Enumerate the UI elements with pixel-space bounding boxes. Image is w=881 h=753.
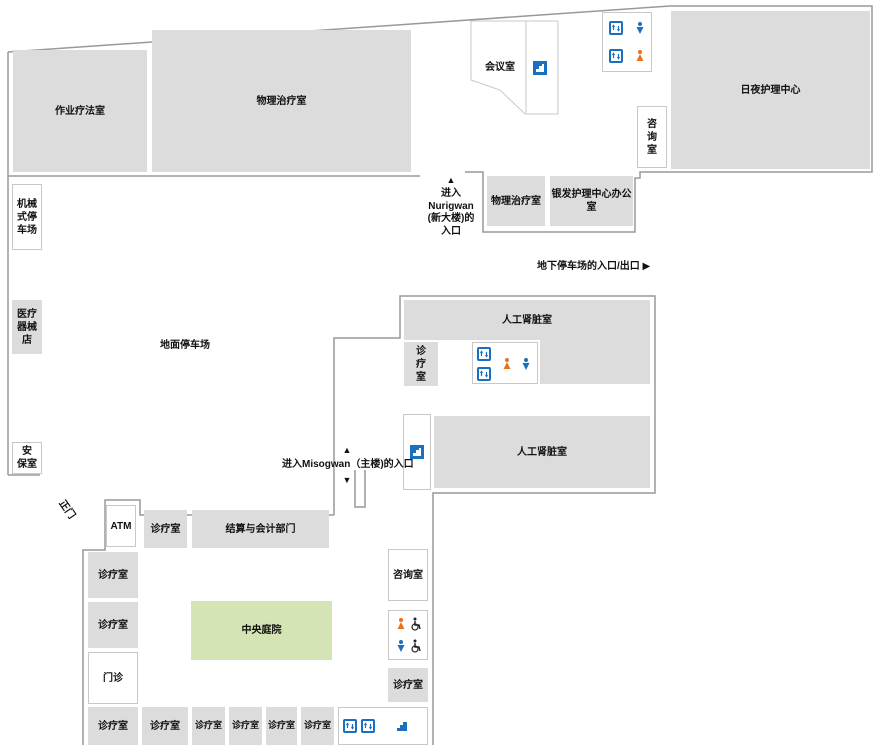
security-room[interactable]: 安 保室 [12,442,42,474]
female-restroom-icon [633,49,647,63]
stairs-icon [410,445,424,459]
elevator-icon [477,367,491,381]
male-restroom-icon [519,357,533,371]
dialysis-room-upper[interactable]: 人工肾脏室 [404,300,650,340]
clinic-room-bottom[interactable]: 诊疗室 [88,707,138,745]
senior-care-center-office[interactable]: 银发护理中心办公室 [550,176,633,226]
female-restroom-icon [394,617,408,631]
clinic-room-bottom[interactable]: 诊疗室 [192,707,225,745]
mechanical-parking[interactable]: 机械 式停 车场 [12,184,42,250]
elevator-icon [343,719,357,733]
stairs-icon [533,61,547,75]
facility-box-top [602,12,652,72]
underground-parking-label[interactable]: 地下停车场的入口/出口 ▶ [537,261,651,272]
medical-device-shop[interactable]: 医疗 器械 店 [12,300,42,354]
physical-therapy-room-small[interactable]: 物理治疗室 [487,176,545,226]
wheelchair-icon [409,639,423,653]
stairs-box-dialysis [403,414,431,490]
elevator-icon [609,21,623,35]
nurigwan-entrance-label[interactable]: 进入 Nurigwan (新大楼)的 入口 [427,188,475,237]
dialysis-room-upper-ext [540,340,650,384]
arrow-up-icon: ▲ [342,445,352,455]
clinic-room-mid[interactable]: 诊 疗 室 [404,342,438,386]
facility-box-restroom-right [388,610,428,660]
clinic-room-bottom[interactable]: 诊疗室 [229,707,262,745]
clinic-room-left-2[interactable]: 诊疗室 [88,602,138,648]
atm[interactable]: ATM [106,505,136,547]
consult-room-right[interactable]: 咨询室 [388,549,428,601]
dialysis-room-lower[interactable]: 人工肾脏室 [434,416,650,488]
wall-entrance-gap [354,470,366,508]
facility-box-dialysis [472,342,538,384]
facility-box-bottom [338,707,428,745]
outpatient-room[interactable]: 门诊 [88,652,138,704]
female-restroom-icon [500,357,514,371]
billing-department[interactable]: 结算与会计部门 [192,510,329,548]
clinic-room-bottom[interactable]: 诊疗室 [301,707,334,745]
meeting-room-label[interactable]: 会议室 [485,62,515,73]
wheelchair-icon [409,617,423,631]
arrow-up-icon: ▲ [446,175,456,185]
central-courtyard[interactable]: 中央庭院 [191,601,332,660]
day-night-care-center[interactable]: 日夜护理中心 [671,11,870,169]
wall-top-building [7,5,873,233]
male-restroom-icon [394,639,408,653]
stairs-box-meeting [530,58,550,78]
physical-therapy-room-large[interactable]: 物理治疗室 [152,30,411,172]
ground-parking-label[interactable]: 地面停车场 [160,340,210,351]
wall-main-building [82,499,334,745]
male-restroom-icon [633,21,647,35]
clinic-room-left-1[interactable]: 诊疗室 [88,552,138,598]
arrow-down-icon: ▼ [342,475,352,485]
elevator-icon [477,347,491,361]
clinic-room-bottom-right[interactable]: 诊疗室 [388,668,428,702]
wall-main-right [333,295,656,745]
clinic-room-bottom[interactable]: 诊疗室 [266,707,297,745]
stairs-icon [395,719,409,733]
misogwan-entrance-label[interactable]: 进入Misogwan（主楼)的入口 [282,459,414,470]
clinic-room-top-row[interactable]: 诊疗室 [144,510,187,548]
clinic-room-bottom[interactable]: 诊疗室 [142,707,188,745]
consult-room-top[interactable]: 咨 询 室 [637,106,667,168]
meeting-room-shape [470,20,559,115]
elevator-icon [361,719,375,733]
occupational-therapy-room[interactable]: 作业疗法室 [13,50,147,172]
elevator-icon [609,49,623,63]
